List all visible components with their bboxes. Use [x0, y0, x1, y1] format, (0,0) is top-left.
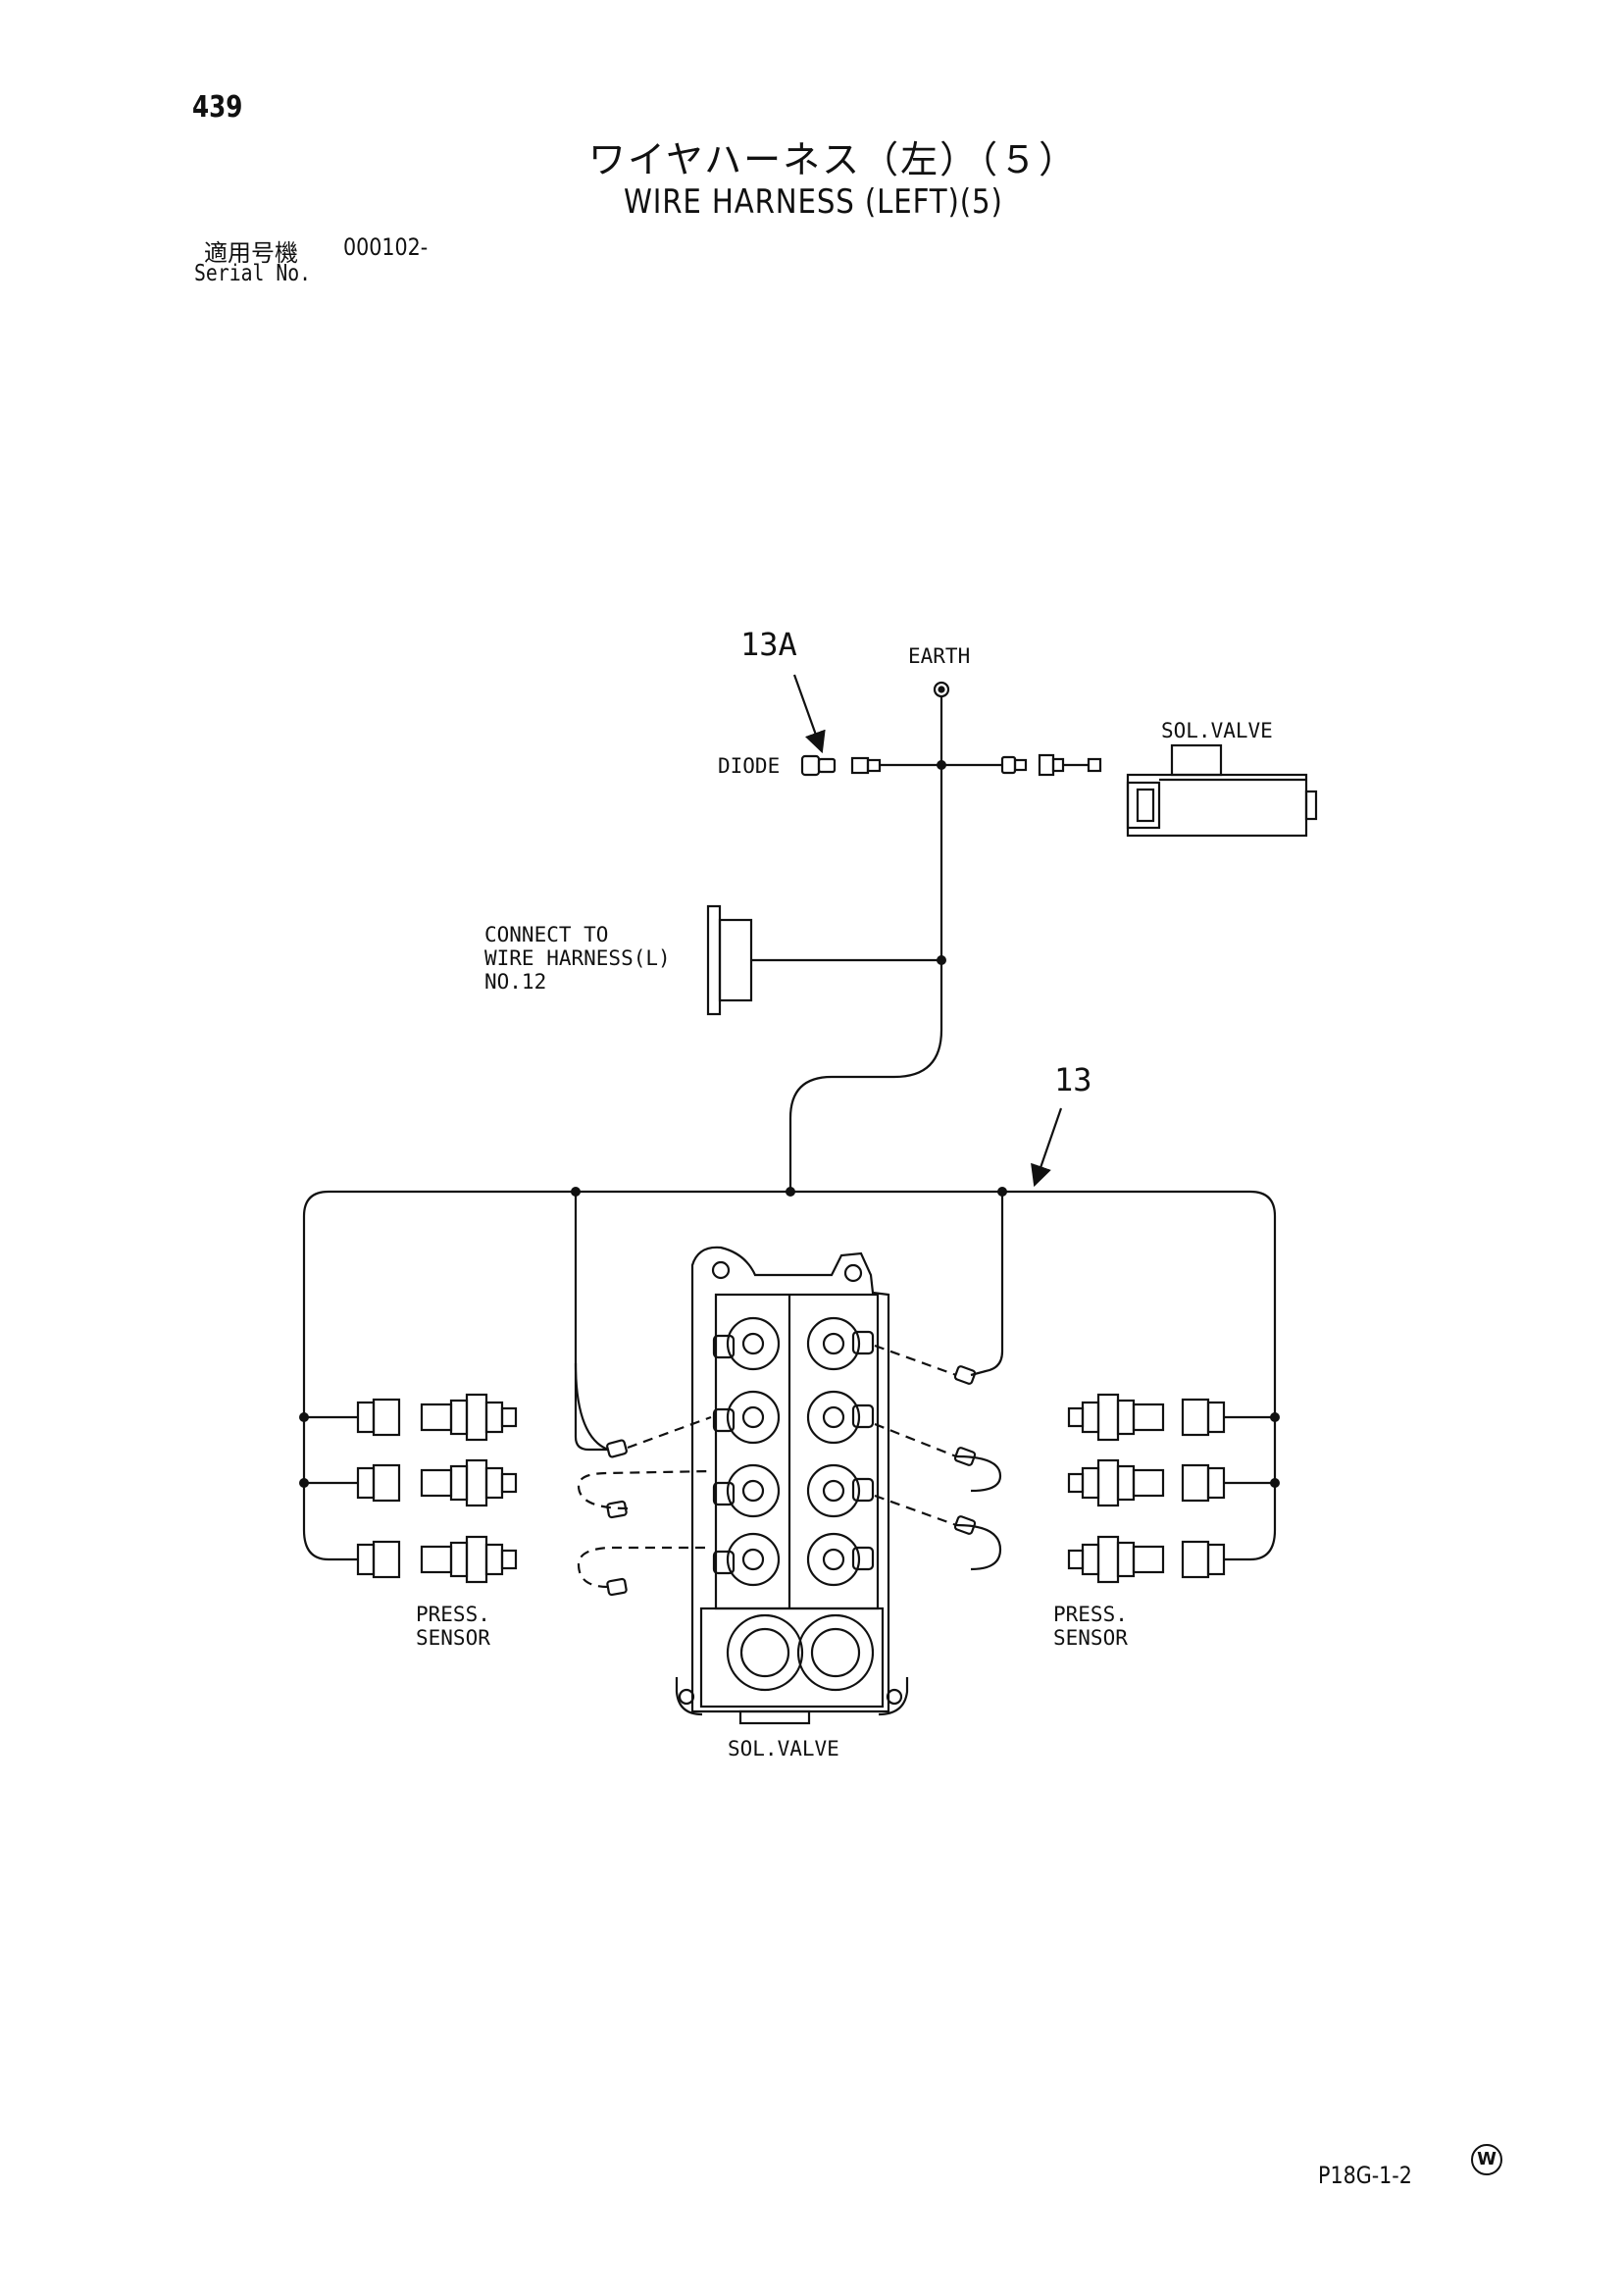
- diode-label: DIODE: [718, 754, 780, 778]
- page-title-japanese: ワイヤハーネス（左）（５）: [588, 138, 1079, 181]
- connect-to-line-1: CONNECT TO: [484, 923, 608, 946]
- press-sensor-left-3: [356, 1535, 518, 1584]
- press-sensor-right-line-1: PRESS.: [1053, 1603, 1128, 1626]
- page-title-english: WIRE HARNESS (LEFT)(5): [624, 182, 1003, 222]
- connect-to-line-2: WIRE HARNESS(L): [484, 946, 671, 970]
- press-sensor-right-line-2: SENSOR: [1053, 1626, 1128, 1650]
- serial-label-japanese: 適用号機: [204, 239, 298, 267]
- coil-harness-loops: [574, 1344, 1002, 1597]
- press-sensor-right-2: [1067, 1458, 1275, 1507]
- press-sensor-right-3: [1067, 1535, 1250, 1584]
- connect-to-line-3: NO.12: [484, 970, 546, 994]
- press-sensor-left-line-1: PRESS.: [416, 1603, 490, 1626]
- callout-13-arrow: [1031, 1107, 1063, 1188]
- main-bus-wire: [302, 1190, 1277, 1561]
- sol-valve-bottom-label: SOL.VALVE: [728, 1737, 839, 1760]
- trunk-wire: [788, 765, 943, 1192]
- callout-13a-arrow: [792, 674, 826, 754]
- valve-coils: [726, 1316, 861, 1587]
- sol-valve-top-label: SOL.VALVE: [1161, 719, 1273, 742]
- serial-label-english: Serial No.: [194, 261, 312, 286]
- solenoid-valve-block: [675, 1246, 909, 1725]
- w-mark: W: [1471, 2144, 1502, 2175]
- earth-label: EARTH: [908, 644, 970, 668]
- callout-13a: 13A: [740, 626, 797, 663]
- solenoid-valve-top-connector: [1000, 753, 1089, 777]
- diode-connector: [800, 754, 941, 777]
- harness-plug-no12: [706, 904, 941, 1016]
- drawing-code: P18G-1-2: [1318, 2162, 1412, 2189]
- press-sensor-right-1: [1067, 1393, 1275, 1442]
- press-sensor-left-line-2: SENSOR: [416, 1626, 490, 1650]
- junction-dots: [299, 760, 1280, 1488]
- serial-number-value: 000102-: [343, 233, 429, 261]
- press-sensor-left-1: [304, 1393, 518, 1442]
- solenoid-valve-top: [1087, 743, 1318, 838]
- press-sensor-left-2: [304, 1458, 518, 1507]
- earth-terminal: [933, 681, 950, 765]
- callout-13: 13: [1054, 1061, 1092, 1098]
- page-number: 439: [192, 90, 243, 125]
